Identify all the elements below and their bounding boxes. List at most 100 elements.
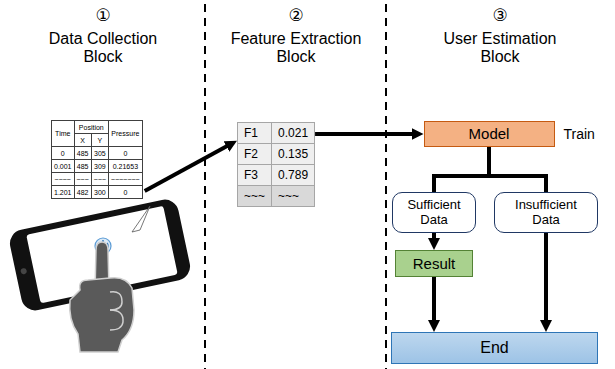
cell-text: 485 [77, 163, 89, 170]
cell-text: Position [79, 124, 104, 131]
flow-arrow [544, 233, 548, 326]
callout-number: ② [276, 6, 316, 26]
table-cell: 485 [74, 147, 91, 160]
cell-text: 0 [61, 150, 65, 157]
table-cell: ~~~ [74, 173, 91, 186]
cell-text: 0 [123, 189, 127, 196]
cell-text: 305 [94, 150, 106, 157]
cell-text: 482 [77, 189, 89, 196]
table-row: Time PositionPressure [52, 121, 143, 134]
cell-text: 309 [94, 163, 106, 170]
cell-text: Y [98, 137, 103, 144]
cell-text: 0.135 [278, 147, 308, 161]
sensor-data-table: Time PositionPressureX Y 0 485 305 0 0.001 485 30… [51, 120, 143, 199]
cell-text: 0.21653 [113, 163, 138, 170]
table-row: ~~~~~~~~~~~~~~~~~ [52, 173, 143, 186]
cell-text: Time [55, 130, 70, 137]
cell-text: ~~~ [77, 176, 89, 183]
phone-camera [20, 268, 27, 275]
table-cell: Pressure [109, 121, 143, 147]
flow-arrow [432, 277, 436, 326]
box-label: Sufficient Data [401, 198, 467, 228]
cell-text: F3 [244, 168, 258, 182]
table-cell: 0 [109, 186, 143, 199]
table-cell: 300 [91, 186, 108, 199]
table-cell: 482 [74, 186, 91, 199]
cell-text: 1.201 [54, 189, 72, 196]
box-label: Model [469, 125, 510, 142]
table-cell: F3 [238, 165, 272, 186]
divider-line [385, 4, 387, 369]
table-cell: Time [52, 121, 75, 147]
cell-text: 0.021 [278, 126, 308, 140]
table-row: F3 0.789 [238, 165, 315, 186]
table-grid: F1 0.021F2 0.135F3 0.789 ~~~ ~~~ [237, 122, 315, 207]
block-heading: Data Collection Block [36, 30, 171, 67]
table-cell: ~~~ [91, 173, 108, 186]
callout-number: ① [83, 6, 123, 26]
table-cell: 0.135 [272, 144, 315, 165]
table-cell: 0.021 [272, 123, 315, 144]
table-cell: 485 [74, 160, 91, 173]
table-cell: ~~~ [272, 186, 315, 207]
table-cell: F2 [238, 144, 272, 165]
table-cell: 0.001 [52, 160, 75, 173]
end-box: End [391, 332, 598, 364]
feature-table: F1 0.021F2 0.135F3 0.789 ~~~ ~~~ [237, 122, 315, 207]
table-cell: 305 [91, 147, 108, 160]
flow-arrow [432, 233, 436, 244]
cell-text: 0.789 [278, 168, 308, 182]
result-box: Result [395, 250, 473, 277]
box-label: Result [413, 255, 456, 272]
table-cell: ~~~~~~~ [109, 173, 143, 186]
callout-tail [132, 206, 150, 232]
table-grid: Time PositionPressureX Y 0 485 305 0 0.001 485 30… [51, 120, 143, 199]
divider-line [204, 4, 206, 369]
cell-text: ~~~ [244, 189, 265, 203]
flow-arrow [434, 147, 489, 192]
pointing-hand [70, 242, 134, 352]
table-row: 0 485 305 0 [52, 147, 143, 160]
table-cell: Y [91, 134, 108, 147]
model-box: ModelTrain [424, 121, 555, 147]
table-row: 1.201 482 300 0 [52, 186, 143, 199]
table-cell: 0.21653 [109, 160, 143, 173]
box-label: End [480, 339, 508, 357]
block-heading: User Estimation Block [430, 30, 570, 67]
side-label: Train [564, 126, 595, 142]
table-cell: F1 [238, 123, 272, 144]
condition-box: Insufficient Data [494, 192, 598, 233]
cell-text: F2 [244, 147, 258, 161]
table-row: F1 0.021 [238, 123, 315, 144]
flow-arrow [489, 147, 546, 192]
table-row: F2 0.135 [238, 144, 315, 165]
cell-text: 0.001 [54, 163, 72, 170]
table-cell: 0.789 [272, 165, 315, 186]
cell-text: 300 [94, 189, 106, 196]
block-heading: Feature Extraction Block [221, 30, 371, 67]
table-cell: ~~~ [238, 186, 272, 207]
table-row: ~~~ ~~~ [238, 186, 315, 207]
cell-text: Pressure [111, 130, 139, 137]
cell-text: X [80, 137, 85, 144]
table-cell: Position [74, 121, 109, 134]
table-cell: X [74, 134, 91, 147]
table-cell: 0 [109, 147, 143, 160]
cell-text: F1 [244, 126, 258, 140]
cell-text: ~~~ [94, 176, 106, 183]
table-cell: 1.201 [52, 186, 75, 199]
cell-text: ~~~ [278, 189, 299, 203]
cell-text: 0 [123, 150, 127, 157]
flow-arrow [145, 144, 232, 192]
flow-arrow [315, 132, 417, 136]
box-label: Insufficient Data [503, 198, 589, 228]
condition-box: Sufficient Data [392, 192, 476, 233]
callout-number: ③ [480, 6, 520, 26]
table-cell: ~~~~ [52, 173, 75, 186]
table-cell: 0 [52, 147, 75, 160]
cell-text: 485 [77, 150, 89, 157]
table-cell: 309 [91, 160, 108, 173]
cell-text: ~~~~~~~ [111, 176, 140, 183]
